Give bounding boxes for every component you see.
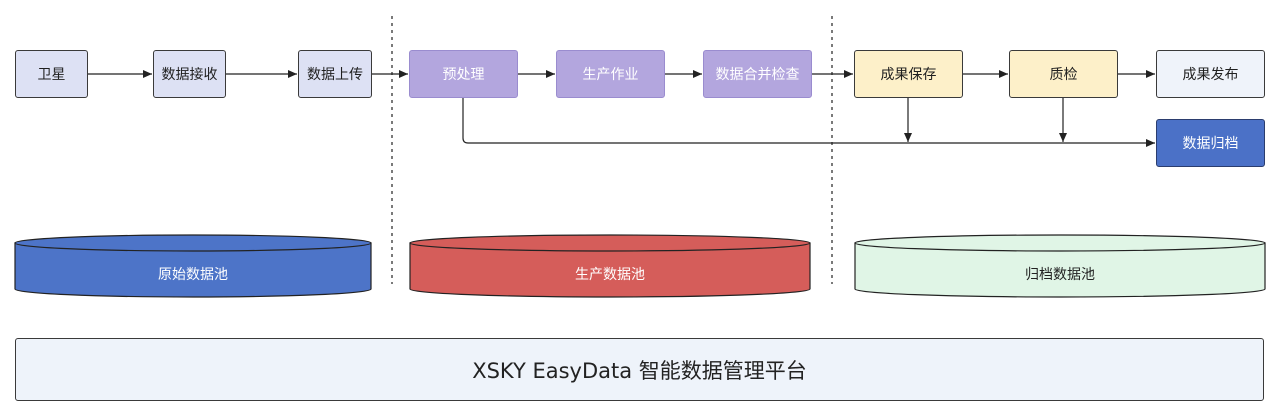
node-satellite-label: 卫星 — [37, 67, 66, 83]
node-data-upload-label: 数据上传 — [307, 67, 363, 83]
archive-data-pool — [854, 234, 1266, 298]
node-production: 生产作业 — [556, 50, 665, 98]
node-save-results: 成果保存 — [854, 50, 963, 98]
node-production-label: 生产作业 — [582, 67, 639, 83]
platform-title: XSKY EasyData 智能数据管理平台 — [472, 358, 807, 383]
node-archive-label: 数据归档 — [1182, 136, 1239, 152]
node-merge-check: 数据合并检查 — [703, 50, 812, 98]
node-satellite: 卫星 — [15, 50, 88, 98]
raw-pool-label: 原始数据池 — [158, 267, 228, 283]
node-publish-label: 成果发布 — [1182, 67, 1239, 83]
raw-data-pool — [14, 234, 372, 298]
node-publish: 成果发布 — [1156, 50, 1265, 98]
node-data-upload: 数据上传 — [298, 50, 372, 98]
node-merge-check-label: 数据合并检查 — [715, 67, 800, 83]
node-preprocess-label: 预处理 — [442, 67, 485, 83]
node-archive: 数据归档 — [1156, 119, 1265, 167]
platform-bar: XSKY EasyData 智能数据管理平台 — [15, 338, 1264, 401]
production-data-pool — [409, 234, 811, 298]
node-data-receive-label: 数据接收 — [161, 67, 218, 83]
production-pool-label: 生产数据池 — [575, 267, 645, 283]
node-qc-label: 质检 — [1049, 67, 1078, 83]
archive-pool-label: 归档数据池 — [1025, 267, 1095, 283]
node-data-receive: 数据接收 — [153, 50, 226, 98]
node-save-results-label: 成果保存 — [880, 67, 937, 83]
node-preprocess: 预处理 — [409, 50, 518, 98]
connector-preprocess-archive — [462, 98, 1155, 147]
node-qc: 质检 — [1009, 50, 1118, 98]
